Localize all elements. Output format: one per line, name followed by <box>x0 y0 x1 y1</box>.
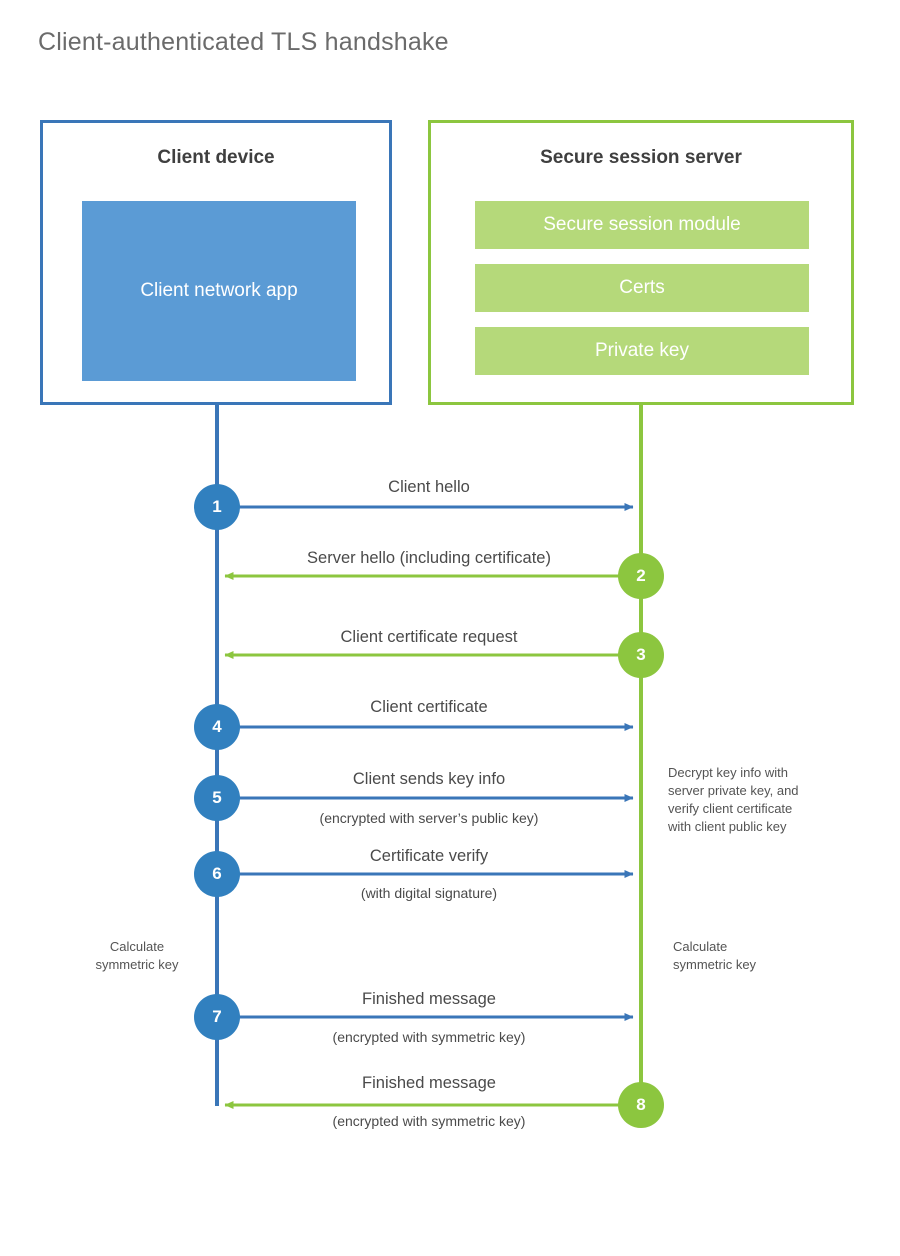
server-module-secure-session: Secure session module <box>475 201 809 249</box>
message-label-3: Client certificate request <box>340 628 518 646</box>
message-label-1: Client hello <box>388 478 470 496</box>
message-label-8: Finished message <box>362 1074 496 1092</box>
secure-session-server-box: Secure session server Secure session mod… <box>428 120 854 405</box>
client-device-title: Client device <box>157 147 275 168</box>
page-title: Client-authenticated TLS handshake <box>38 28 449 56</box>
step-circle-2 <box>618 553 664 599</box>
client-device-box: Client device Client network app <box>40 120 392 405</box>
note-server-decrypt: Decrypt key info with server private key… <box>668 765 799 834</box>
message-label-5: Client sends key info <box>352 770 506 788</box>
message-label-6: Certificate verify <box>369 847 489 865</box>
client-network-app-block: Client network app <box>82 201 356 381</box>
secure-session-server-title: Secure session server <box>540 147 742 168</box>
message-sublabel-8: (encrypted with symmetric key) <box>332 1113 526 1129</box>
message-sublabel-5: (encrypted with server’s public key) <box>319 810 539 826</box>
server-module-certs: Certs <box>475 264 809 312</box>
server-module-private-key: Private key <box>475 327 809 375</box>
message-sublabel-6: (with digital signature) <box>360 885 498 901</box>
message-sublabel-7: (encrypted with symmetric key) <box>332 1029 526 1045</box>
step-circle-6 <box>194 851 240 897</box>
server-module-list: Secure session module Certs Private key <box>475 201 809 375</box>
step-circle-5 <box>194 775 240 821</box>
message-label-4: Client certificate <box>370 698 488 716</box>
note-server-calculate-symmetric-key: Calculate symmetric key <box>673 939 757 972</box>
step-circle-8 <box>618 1082 664 1128</box>
note-client-calculate-symmetric-key: Calculate symmetric key <box>95 939 179 972</box>
message-label-7: Finished message <box>362 990 496 1008</box>
step-circle-4 <box>194 704 240 750</box>
step-circle-7 <box>194 994 240 1040</box>
step-circle-3 <box>618 632 664 678</box>
message-label-2: Server hello (including certificate) <box>307 549 551 567</box>
step-circle-1 <box>194 484 240 530</box>
